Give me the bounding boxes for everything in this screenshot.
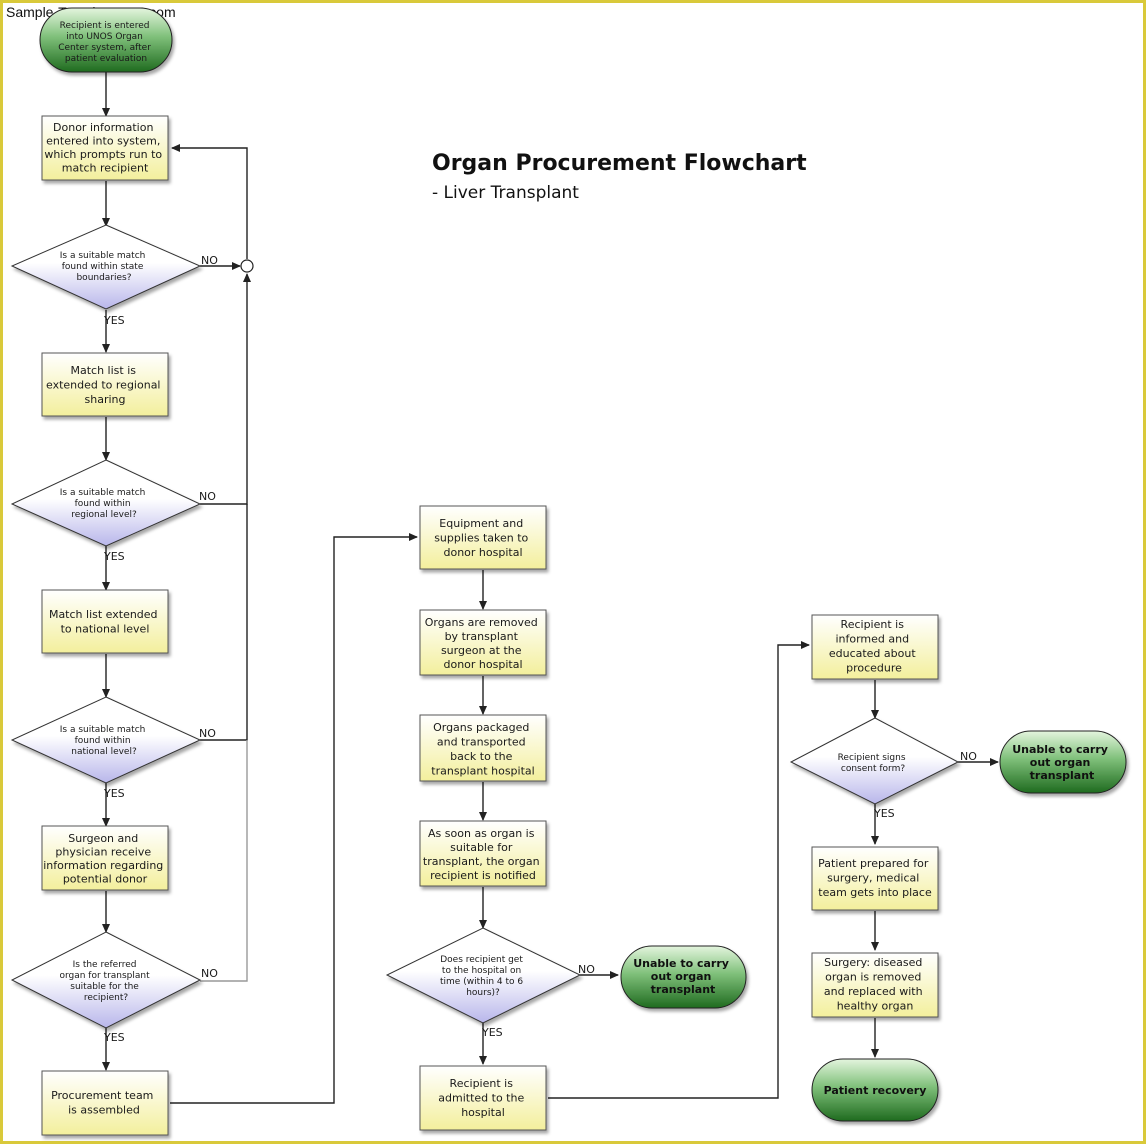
arrow-qreferred-no xyxy=(200,740,248,982)
node-q-national: Is a suitable match found within nationa… xyxy=(10,696,202,784)
node-surgery: Surgery: diseased organ is removed and r… xyxy=(811,952,939,1018)
node-q-time: Does recipient get to the hospital on ti… xyxy=(385,927,582,1024)
node-removed: Organs are removed by transplant surgeon… xyxy=(419,609,547,676)
node-national-text: Match list extended to national level xyxy=(49,608,161,636)
label-yes-time: YES xyxy=(481,1026,503,1039)
node-procurement-text: Procurement team is assembled xyxy=(51,1089,157,1117)
label-no-regional: NO xyxy=(199,490,216,503)
node-q-referred: Is the referred organ for transplant sui… xyxy=(10,931,202,1029)
node-recovery-text: Patient recovery xyxy=(824,1084,927,1097)
node-q-consent-text: Recipient signs consent form? xyxy=(838,753,909,774)
node-regional: Match list is extended to regional shari… xyxy=(41,352,169,417)
label-no-national: NO xyxy=(199,727,216,740)
node-procurement: Procurement team is assembled xyxy=(41,1070,169,1136)
node-q-regional: Is a suitable match found within regiona… xyxy=(10,459,202,547)
node-prepared: Patient prepared for surgery, medical te… xyxy=(811,846,939,911)
node-regional-text: Match list is extended to regional shari… xyxy=(46,364,164,406)
node-start: Recipient is entered into UNOS Organ Cen… xyxy=(39,7,173,73)
page-subtitle: - Liver Transplant xyxy=(432,183,579,203)
node-surgeon: Surgeon and physician receive informatio… xyxy=(41,825,169,891)
label-yes-regional: YES xyxy=(103,550,125,563)
label-yes-state: YES xyxy=(103,314,125,327)
node-packaged: Organs packaged and transported back to … xyxy=(419,714,547,782)
arrow-loop-to-donor xyxy=(171,144,248,259)
node-unable-1-text: Unable to carry out organ transplant xyxy=(633,957,733,996)
label-no-state: NO xyxy=(201,254,218,267)
node-q-time-text: Does recipient get to the hospital on ti… xyxy=(440,955,526,998)
node-q-state-text: Is a suitable match found within state b… xyxy=(60,251,148,283)
node-unable-1: Unable to carry out organ transplant xyxy=(620,945,747,1009)
label-no-referred: NO xyxy=(201,967,218,980)
node-admitted-text: Recipient is admitted to the hospital xyxy=(438,1077,527,1119)
node-admitted: Recipient is admitted to the hospital xyxy=(419,1065,547,1131)
node-notified-text: As soon as organ is suitable for transpl… xyxy=(423,827,543,882)
node-informed: Recipient is informed and educated about… xyxy=(811,614,939,680)
node-prepared-text: Patient prepared for surgery, medical te… xyxy=(818,857,932,899)
label-yes-national: YES xyxy=(103,787,125,800)
node-q-national-text: Is a suitable match found within nationa… xyxy=(60,725,148,757)
node-recovery: Patient recovery xyxy=(811,1058,939,1122)
node-informed-text: Recipient is informed and educated about… xyxy=(829,618,919,675)
node-q-referred-text: Is the referred organ for transplant sui… xyxy=(59,960,152,1003)
label-no-time: NO xyxy=(578,963,595,976)
node-surgeon-text: Surgeon and physician receive informatio… xyxy=(43,832,167,886)
label-no-consent: NO xyxy=(960,750,977,763)
node-q-state: Is a suitable match found within state b… xyxy=(10,224,202,310)
arrow-qregional-no xyxy=(200,273,251,505)
junction-node xyxy=(240,259,254,273)
node-equipment: Equipment and supplies taken to donor ho… xyxy=(419,505,547,570)
node-donor-info: Donor information entered into system, w… xyxy=(41,115,169,181)
node-unable-2-text: Unable to carry out organ transplant xyxy=(1012,743,1112,782)
node-unable-2: Unable to carry out organ transplant xyxy=(999,730,1127,794)
node-surgery-text: Surgery: diseased organ is removed and r… xyxy=(824,956,926,1013)
node-packaged-text: Organs packaged and transported back to … xyxy=(431,721,534,778)
label-yes-referred: YES xyxy=(103,1031,125,1044)
label-yes-consent: YES xyxy=(873,807,895,820)
arrow-admitted-to-informed xyxy=(548,641,810,1099)
node-q-consent: Recipient signs consent form? xyxy=(789,717,960,805)
connectors xyxy=(102,72,999,1104)
node-donor-info-text: Donor information entered into system, w… xyxy=(44,121,165,175)
node-equipment-text: Equipment and supplies taken to donor ho… xyxy=(434,517,532,559)
arrow-procurement-to-equipment xyxy=(170,533,418,1104)
node-removed-text: Organs are removed by transplant surgeon… xyxy=(425,616,541,671)
node-notified: As soon as organ is suitable for transpl… xyxy=(419,820,547,887)
node-q-regional-text: Is a suitable match found within regiona… xyxy=(60,488,148,520)
page-title: Organ Procurement Flowchart xyxy=(432,151,807,176)
node-national: Match list extended to national level xyxy=(41,589,169,654)
arrow-qnational-no xyxy=(200,504,248,741)
node-start-text: Recipient is entered into UNOS Organ Cen… xyxy=(58,21,154,64)
